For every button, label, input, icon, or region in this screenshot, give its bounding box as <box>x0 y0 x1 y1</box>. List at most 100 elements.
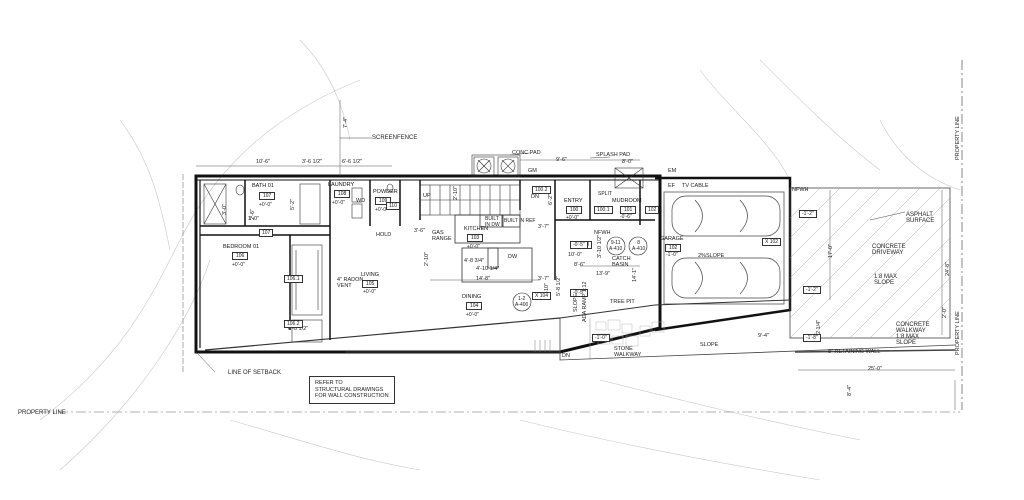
room-bath01-elev: +0'-0" <box>259 202 272 208</box>
bath-fixtures <box>203 183 394 225</box>
tag-102: 102 <box>645 206 660 214</box>
room-living-name: LIVING <box>361 272 380 278</box>
tag-107: 107 <box>259 229 274 237</box>
tree-pit-label: TREE PIT <box>610 299 635 305</box>
dim-14-8: 14'-8" <box>476 276 491 282</box>
room-laundry-name: LAUNDRY <box>328 182 355 188</box>
gm-label: GM <box>528 168 537 174</box>
dim-3-6: 3'-6" <box>414 228 425 234</box>
tv-cable-label: TV CABLE <box>682 183 709 189</box>
room-laundry-number: 108 <box>334 190 351 198</box>
room-kitchen-number: 103 <box>467 234 484 242</box>
condenser-units <box>471 154 521 178</box>
room-living-elev: +0'-0" <box>363 289 376 295</box>
catch-basin-label: CATCH BASIN <box>612 256 631 268</box>
detail-callout-1-2: 1-2 A-400 <box>515 296 529 308</box>
tag-elev-neg10: -1'-0" <box>592 334 610 342</box>
dim-2-0: 2'-0" <box>942 307 948 318</box>
dim-8-4: 8'-4" <box>847 385 853 396</box>
site-walkway <box>345 318 956 361</box>
driveway <box>789 187 951 339</box>
built-in-dw-label: BUILT IN DW <box>485 216 500 228</box>
slope-vertical-label: SLOPE <box>573 293 579 312</box>
room-bedroom01-number: 106 <box>232 252 249 260</box>
room-kitchen-elev: +0'-0" <box>467 244 480 250</box>
ef-label: EF <box>668 183 676 189</box>
dim-8-0: 8'-0" <box>622 159 633 165</box>
split-label: SPLIT <box>598 191 612 197</box>
property-line-right-top-label: PROPERTY LINE <box>955 116 961 160</box>
dim-3-10-1-2: 3'-10 1/2" <box>597 234 603 258</box>
slope-2pct-label: 2%SLOPE <box>698 253 725 259</box>
dn-bottom-label: DN <box>562 353 570 359</box>
dim-1-0: 1'-0" <box>248 216 259 222</box>
room-powder-elev: +0'-0" <box>375 207 388 213</box>
tag-x102: X 102 <box>762 238 782 246</box>
dim-6-2: 6'-2" <box>548 194 554 205</box>
room-bedroom01-elev: +0'-0" <box>232 262 245 268</box>
concrete-driveway-label: CONCRETE DRIVEWAY <box>872 244 906 256</box>
stair <box>419 184 521 216</box>
room-entry-elev: +0'-0" <box>566 215 579 221</box>
tag-elev-neg12b: -1'-2" <box>803 286 821 294</box>
room-bath01-name: BATH 01 <box>252 183 274 189</box>
concrete-walkway-label: CONCRETE WALKWAY 1:8 MAX SLOPE <box>896 322 930 346</box>
room-dining-number: 104 <box>466 302 483 310</box>
dim-2-10b: 2'-10" <box>453 185 459 200</box>
dim-13-9: 13'-9" <box>596 271 611 277</box>
dim-10-0: 10'-0" <box>568 252 583 258</box>
room-bedroom01-name: BEDROOM 01 <box>223 244 260 250</box>
property-line-right-bottom-label: PROPERTY LINE <box>955 311 961 355</box>
room-garage-number: 102 <box>665 244 682 252</box>
radon-vent-label: 4" RADON VENT <box>337 277 364 289</box>
dim-6-6-half: 6'-6 1/2" <box>342 159 363 165</box>
tag-100-2: 100.2 <box>532 186 551 194</box>
dim-7-4: 7'-4" <box>343 117 349 128</box>
dim-9-6: 9'-6" <box>556 157 567 163</box>
dw-label: DW <box>508 254 518 260</box>
kitchen-counters <box>454 214 533 283</box>
dim-14-1: 14'-1" <box>632 267 638 282</box>
room-laundry-elev: +0'-0" <box>332 200 345 206</box>
dim-2-10: 2'-10" <box>424 251 430 266</box>
property-lines <box>40 60 963 413</box>
room-living-number: 105 <box>362 280 379 288</box>
dim-3-7b: 3'-7" <box>538 276 549 282</box>
tag-elev-neg18: -1'-8" <box>803 334 821 342</box>
dim-4-10-1-4: 4'-10 1/4" <box>476 266 500 272</box>
room-dining-name: DINING <box>462 294 482 300</box>
dim-3-6-half: 3'-6 1/2" <box>302 159 323 165</box>
wd-label: WD <box>356 198 366 204</box>
tag-elev-neg12a: -1'-2" <box>799 210 817 218</box>
structural-note: REFER TO STRUCTURAL DRAWINGS FOR WALL CO… <box>309 376 395 404</box>
slope-mid-label: SLOPE <box>700 342 719 348</box>
up-label: UP <box>423 193 431 199</box>
built-in-ref-label: BUILT IN REF <box>504 218 536 224</box>
tag-elev-neg05b: -0'-5" <box>570 289 588 297</box>
dim-4-8-3-4: 4'-8 3/4" <box>464 258 485 264</box>
room-mudroom-name: MUDROOM <box>612 198 642 204</box>
dim-25-0: 25'-0" <box>868 366 883 372</box>
dim-9-4: 9'-4" <box>758 333 769 339</box>
room-entry-number: 100 <box>566 206 583 214</box>
topographic-contours <box>39 39 961 481</box>
dim-24-8: 24'-8" <box>945 261 951 276</box>
room-mudroom-elev: -0'-6" <box>620 214 632 220</box>
stone-walkway-label: STONE WALKWAY <box>614 346 642 358</box>
leader-lines <box>195 137 906 373</box>
dim-5-8-1-2: 5'-8 1/2" <box>556 275 562 296</box>
room-entry-name: ENTRY <box>564 198 583 204</box>
em-label: EM <box>668 168 677 174</box>
room-dining-elev: +0'-0" <box>466 312 479 318</box>
detail-callout-8: 8 A-410 <box>632 240 646 252</box>
dn-stair-label: DN <box>531 194 539 200</box>
room-garage-name: GARAGE <box>660 236 684 242</box>
dim-5-2: 5'-2" <box>290 199 296 210</box>
dim-3-0: 3'-0" <box>222 204 228 215</box>
splash-pad <box>614 167 644 189</box>
property-line-left-label: PROPERTY LINE <box>18 410 66 416</box>
tag-x104: X 104 <box>532 292 552 300</box>
tag-elev-neg05: -0'-5" <box>570 241 588 249</box>
tag-106-1: 106.1 <box>284 275 303 283</box>
